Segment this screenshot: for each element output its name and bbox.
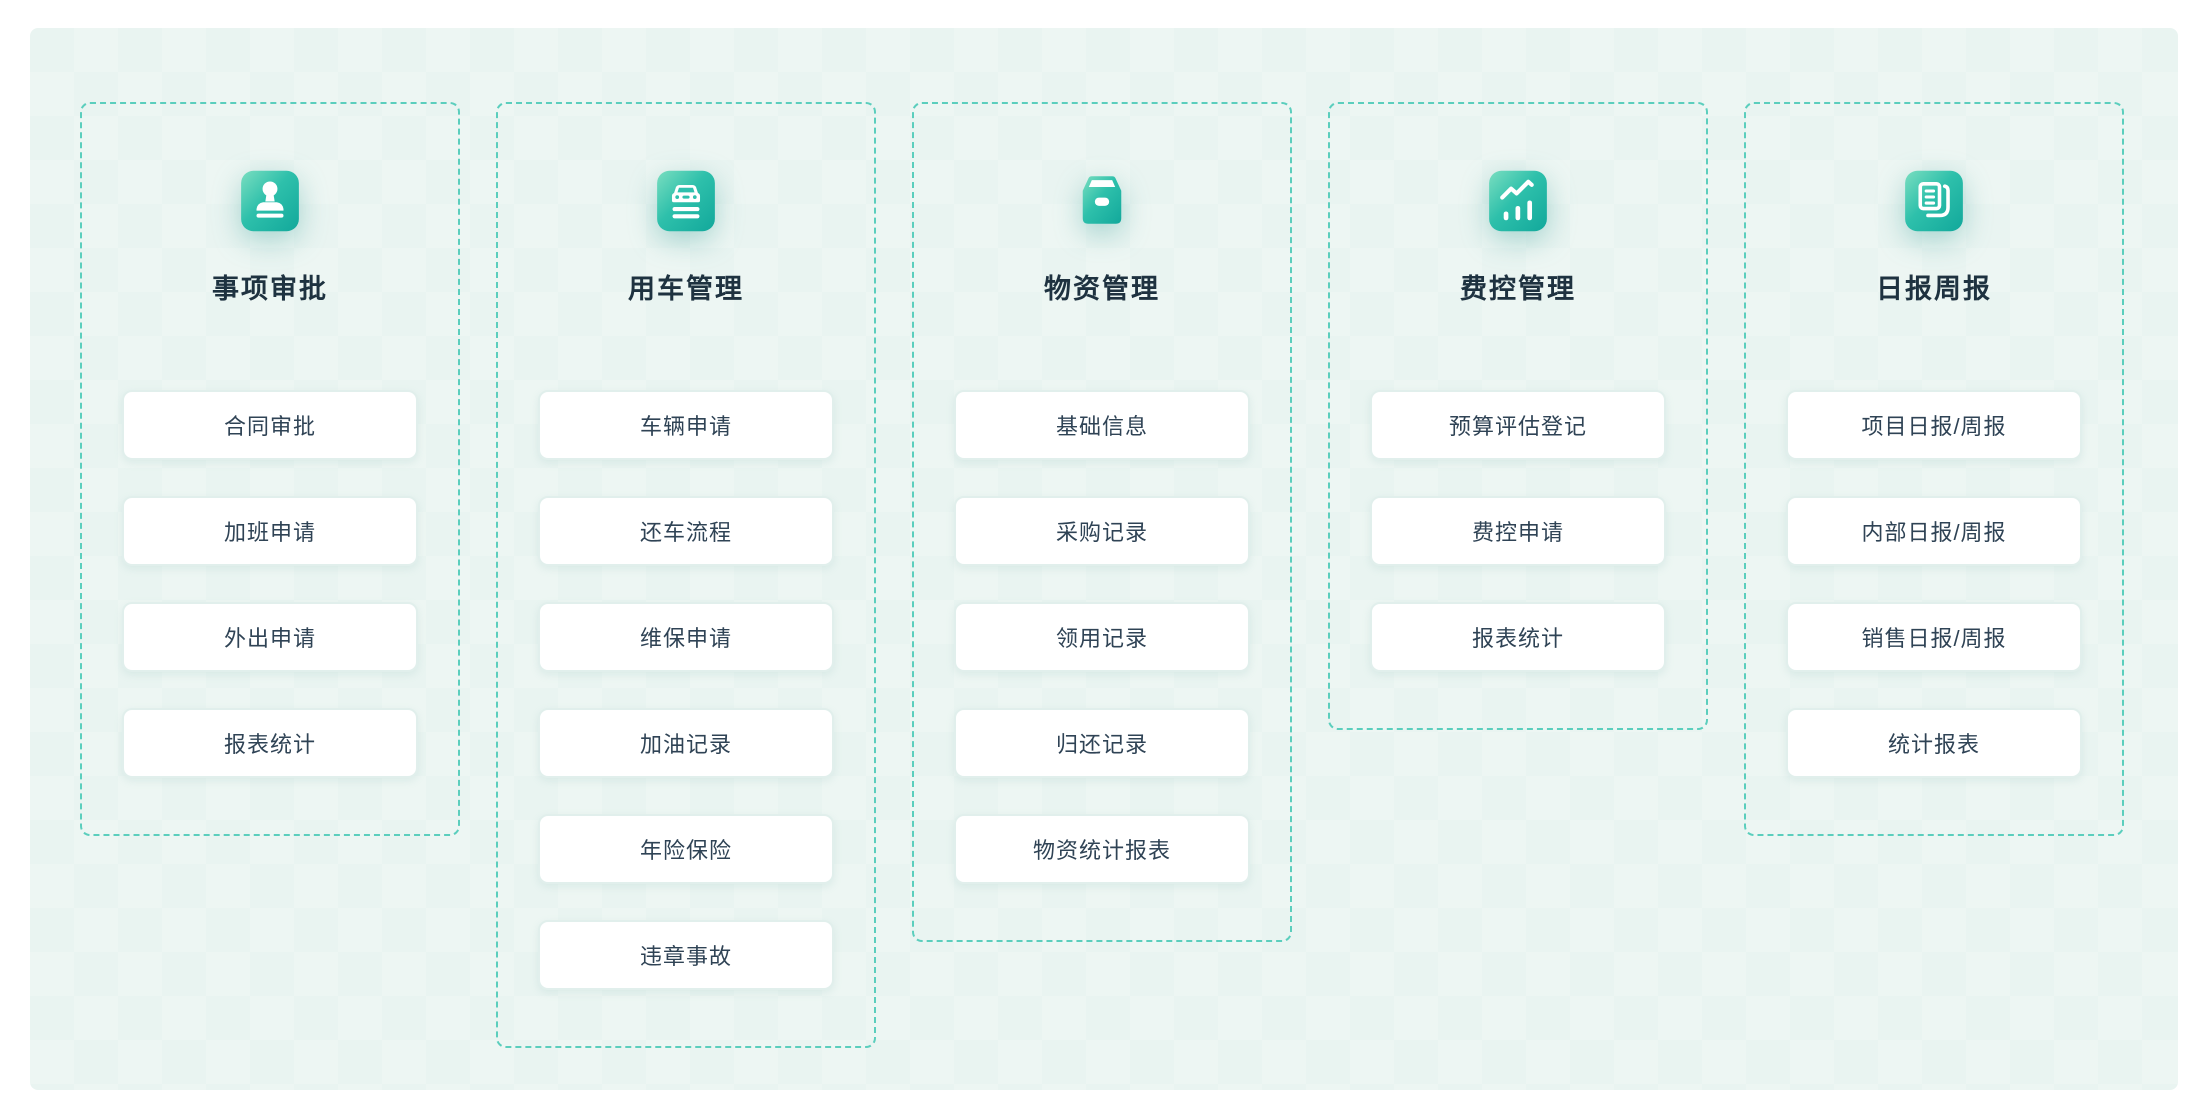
menu-item[interactable]: 还车流程 <box>538 496 834 566</box>
menu-item[interactable]: 报表统计 <box>122 708 418 778</box>
chart-icon <box>1485 168 1551 234</box>
menu-item[interactable]: 物资统计报表 <box>954 814 1250 884</box>
stamp-icon <box>237 168 303 234</box>
section-title: 物资管理 <box>1044 274 1160 304</box>
menu-item-label: 统计报表 <box>1887 732 1980 757</box>
car-icon <box>653 168 719 234</box>
menu-item-label: 内部日报/周报 <box>1861 520 2007 545</box>
menu-item-label: 维保申请 <box>639 626 732 651</box>
menu-item[interactable]: 采购记录 <box>954 496 1250 566</box>
menu-item[interactable]: 加班申请 <box>122 496 418 566</box>
menu-item[interactable]: 内部日报/周报 <box>1786 496 2082 566</box>
menu-item[interactable]: 预算评估登记 <box>1370 390 1666 460</box>
menu-item-label: 违章事故 <box>639 944 732 969</box>
menu-item-label: 预算评估登记 <box>1448 414 1587 439</box>
main-panel: 事项审批 合同审批 加班申请 外出申请 报表统计 <box>30 28 2178 1090</box>
section-title: 费控管理 <box>1460 274 1576 304</box>
menu-item-label: 加班申请 <box>223 520 316 545</box>
menu-item-label: 采购记录 <box>1055 520 1148 545</box>
section-vehicles: 用车管理 车辆申请 还车流程 维保申请 加油记录 年险保险 违章事故 <box>496 102 876 1048</box>
menu-item[interactable]: 费控申请 <box>1370 496 1666 566</box>
menu-item[interactable]: 年险保险 <box>538 814 834 884</box>
module-columns: 事项审批 合同审批 加班申请 外出申请 报表统计 <box>80 102 2124 1048</box>
menu-item[interactable]: 外出申请 <box>122 602 418 672</box>
section-items: 项目日报/周报 内部日报/周报 销售日报/周报 统计报表 <box>1786 390 2082 778</box>
menu-item[interactable]: 统计报表 <box>1786 708 2082 778</box>
menu-item-label: 基础信息 <box>1055 414 1148 439</box>
report-icon <box>1901 168 1967 234</box>
section-title: 日报周报 <box>1876 274 1992 304</box>
menu-item-label: 报表统计 <box>1471 626 1564 651</box>
archive-box-icon <box>1069 168 1135 234</box>
menu-item[interactable]: 项目日报/周报 <box>1786 390 2082 460</box>
section-items: 合同审批 加班申请 外出申请 报表统计 <box>122 390 418 778</box>
menu-item-label: 费控申请 <box>1471 520 1564 545</box>
menu-item[interactable]: 维保申请 <box>538 602 834 672</box>
section-approvals: 事项审批 合同审批 加班申请 外出申请 报表统计 <box>80 102 460 836</box>
menu-item[interactable]: 车辆申请 <box>538 390 834 460</box>
menu-item-label: 外出申请 <box>223 626 316 651</box>
menu-item-label: 还车流程 <box>639 520 732 545</box>
menu-item[interactable]: 归还记录 <box>954 708 1250 778</box>
menu-item-label: 报表统计 <box>223 732 316 757</box>
menu-item[interactable]: 领用记录 <box>954 602 1250 672</box>
menu-item[interactable]: 合同审批 <box>122 390 418 460</box>
menu-item-label: 合同审批 <box>223 414 316 439</box>
menu-item-label: 加油记录 <box>639 732 732 757</box>
section-cost-control: 费控管理 预算评估登记 费控申请 报表统计 <box>1328 102 1708 730</box>
section-items: 预算评估登记 费控申请 报表统计 <box>1370 390 1666 672</box>
menu-item[interactable]: 报表统计 <box>1370 602 1666 672</box>
section-reports: 日报周报 项目日报/周报 内部日报/周报 销售日报/周报 统计报表 <box>1744 102 2124 836</box>
menu-item-label: 年险保险 <box>639 838 732 863</box>
section-title: 用车管理 <box>628 274 744 304</box>
menu-item[interactable]: 销售日报/周报 <box>1786 602 2082 672</box>
menu-item-label: 车辆申请 <box>639 414 732 439</box>
menu-item[interactable]: 违章事故 <box>538 920 834 990</box>
menu-item-label: 销售日报/周报 <box>1861 626 2007 651</box>
menu-item-label: 领用记录 <box>1055 626 1148 651</box>
menu-item-label: 归还记录 <box>1055 732 1148 757</box>
section-items: 基础信息 采购记录 领用记录 归还记录 物资统计报表 <box>954 390 1250 884</box>
menu-item-label: 物资统计报表 <box>1032 838 1171 863</box>
menu-item[interactable]: 基础信息 <box>954 390 1250 460</box>
section-materials: 物资管理 基础信息 采购记录 领用记录 归还记录 物资统计报表 <box>912 102 1292 942</box>
menu-item[interactable]: 加油记录 <box>538 708 834 778</box>
menu-item-label: 项目日报/周报 <box>1861 414 2007 439</box>
section-title: 事项审批 <box>212 274 328 304</box>
section-items: 车辆申请 还车流程 维保申请 加油记录 年险保险 违章事故 <box>538 390 834 990</box>
